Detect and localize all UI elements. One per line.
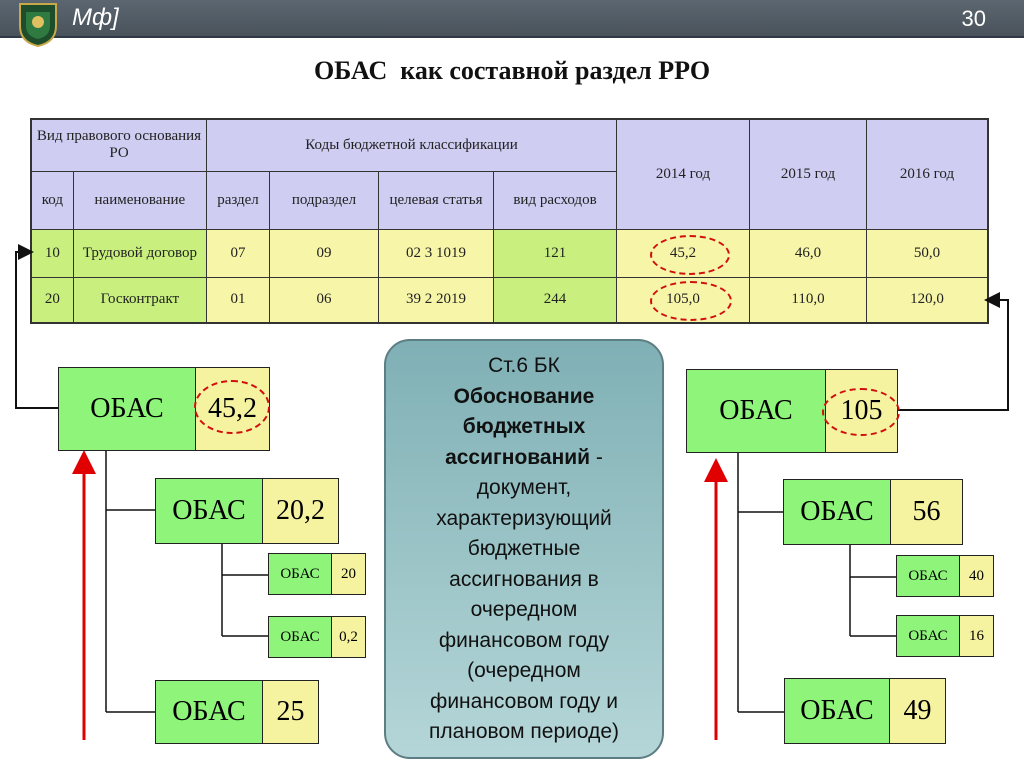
definition-term: Обоснование bbox=[453, 384, 595, 408]
right-child2-obas: ОБАС 49 bbox=[784, 678, 946, 744]
definition-text: плановом периоде) bbox=[428, 720, 620, 743]
right-child1-obas: ОБАС 56 bbox=[783, 479, 963, 545]
header-section: раздел bbox=[206, 170, 270, 230]
right-leaf1-obas: ОБАС 40 bbox=[896, 555, 994, 597]
cell-target: 02 3 1019 bbox=[378, 228, 494, 278]
top-bar: Мф] 30 bbox=[0, 0, 1024, 48]
header-year-2014: 2014 год bbox=[616, 118, 750, 230]
box-label: ОБАС bbox=[897, 556, 960, 596]
header-name: наименование bbox=[72, 170, 208, 230]
box-label: ОБАС bbox=[59, 368, 196, 450]
definition-text: бюджетные bbox=[467, 537, 581, 560]
left-link-arrow bbox=[15, 244, 58, 409]
cell-2015: 46,0 bbox=[749, 228, 867, 278]
box-label: ОБАС bbox=[156, 479, 263, 543]
cell-2016: 50,0 bbox=[866, 228, 989, 278]
table-row: 10 Трудовой договор 07 09 02 3 1019 121 … bbox=[30, 228, 989, 278]
cell-section: 01 bbox=[206, 276, 270, 324]
cell-expense: 121 bbox=[493, 228, 617, 278]
left-leaf2-obas: ОБАС 0,2 bbox=[268, 616, 366, 658]
emblem-icon bbox=[19, 3, 57, 48]
left-child1-obas: ОБАС 20,2 bbox=[155, 478, 339, 544]
left-child2-obas: ОБАС 25 bbox=[155, 680, 319, 744]
box-value: 40 bbox=[960, 556, 993, 596]
budget-table: Вид правового основания РО Коды бюджетно… bbox=[30, 118, 989, 324]
highlight-ellipse bbox=[649, 234, 730, 275]
header-year-2015: 2015 год bbox=[749, 118, 867, 230]
highlight-ellipse bbox=[650, 281, 733, 322]
cell-name: Госконтракт bbox=[72, 276, 208, 324]
cell-2014: 45,2 bbox=[616, 228, 750, 278]
header-year-2016: 2016 год bbox=[866, 118, 989, 230]
box-value: 20 bbox=[332, 554, 365, 594]
left-tree-lines bbox=[105, 450, 268, 713]
box-value: 56 bbox=[891, 480, 962, 544]
definition-text: финансовом году и bbox=[430, 689, 618, 713]
box-label: ОБАС bbox=[269, 617, 332, 657]
right-tree-lines bbox=[737, 452, 896, 713]
definition-text: характеризующий bbox=[436, 506, 612, 530]
box-value: 105 bbox=[822, 370, 900, 452]
cell-expense: 244 bbox=[493, 276, 617, 324]
definition-term: бюджетных bbox=[462, 415, 586, 438]
cell-code: 20 bbox=[30, 276, 74, 324]
box-label: ОБАС bbox=[156, 681, 263, 743]
cell-subsection: 06 bbox=[269, 276, 379, 324]
highlight-ellipse bbox=[194, 380, 270, 434]
left-leaf1-obas: ОБАС 20 bbox=[268, 553, 366, 595]
box-label: ОБАС bbox=[784, 480, 891, 544]
cell-section: 07 bbox=[206, 228, 270, 278]
definition-source: Ст.6 БК bbox=[488, 354, 560, 377]
header-code: код bbox=[30, 170, 74, 230]
cell-name: Трудовой договор bbox=[72, 228, 208, 278]
header-target-article: целевая статья bbox=[378, 170, 494, 230]
box-label: ОБАС bbox=[785, 679, 890, 743]
definition-box: Ст.6 БК Обоснование бюджетных ассигнован… bbox=[384, 339, 664, 759]
header-subsection: подраздел bbox=[269, 170, 379, 230]
cell-2016: 120,0 bbox=[866, 276, 989, 324]
slide-number: 30 bbox=[961, 6, 986, 31]
header-budget-codes: Коды бюджетной классификации bbox=[206, 118, 617, 172]
cell-code: 10 bbox=[30, 228, 74, 278]
cell-2015: 110,0 bbox=[749, 276, 867, 324]
box-label: ОБАС bbox=[687, 370, 826, 452]
page-title: ОБАС как составной раздел РРО bbox=[313, 56, 711, 85]
definition-text: (очередном bbox=[467, 659, 581, 682]
header-legal-basis: Вид правового основания РО bbox=[30, 118, 207, 172]
definition-term-line: ассигнований - bbox=[445, 445, 603, 469]
right-leaf2-obas: ОБАС 16 bbox=[896, 615, 994, 657]
box-value: 45,2 bbox=[194, 368, 270, 450]
box-value: 49 bbox=[890, 679, 945, 743]
left-root-obas: ОБАС 45,2 bbox=[58, 367, 270, 451]
box-label: ОБАС bbox=[269, 554, 332, 594]
definition-text: очередном bbox=[470, 598, 578, 621]
right-root-obas: ОБАС 105 bbox=[686, 369, 900, 453]
box-value: 0,2 bbox=[332, 617, 365, 657]
cell-target: 39 2 2019 bbox=[378, 276, 494, 324]
highlight-ellipse bbox=[822, 388, 900, 436]
cell-2014: 105,0 bbox=[616, 276, 750, 324]
box-value: 25 bbox=[263, 681, 318, 743]
definition-text: финансовом году bbox=[438, 628, 610, 652]
header-expense-type: вид расходов bbox=[493, 170, 617, 230]
definition-text: ассигнования в bbox=[449, 567, 599, 591]
table-row: 20 Госконтракт 01 06 39 2 2019 244 105,0… bbox=[30, 276, 989, 324]
box-value: 16 bbox=[960, 616, 993, 656]
box-label: ОБАС bbox=[897, 616, 960, 656]
brand-label: Мф] bbox=[72, 4, 119, 31]
right-link-arrow bbox=[898, 292, 1009, 411]
definition-text: документ, bbox=[476, 476, 572, 499]
box-value: 20,2 bbox=[263, 479, 338, 543]
